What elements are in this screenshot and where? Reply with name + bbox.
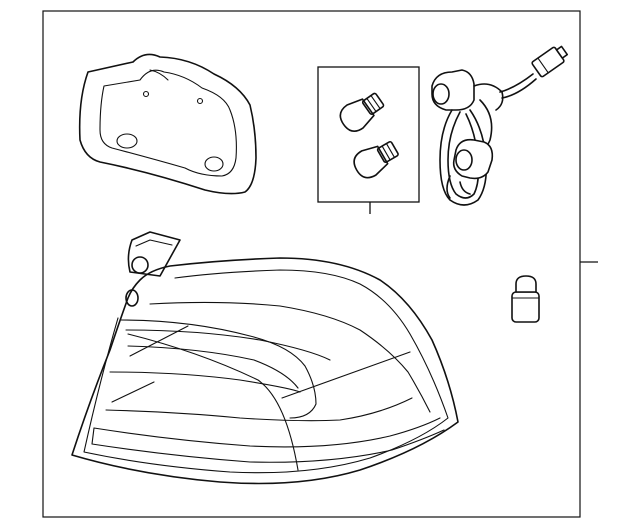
diagram-frame	[42, 10, 581, 518]
socket-harness-icon	[431, 45, 569, 206]
tail-lamp-icon	[71, 231, 459, 485]
bulb-icon	[339, 92, 399, 179]
small-bulb-icon	[511, 275, 540, 323]
bulb-box	[317, 66, 420, 214]
gasket-icon	[78, 53, 257, 195]
